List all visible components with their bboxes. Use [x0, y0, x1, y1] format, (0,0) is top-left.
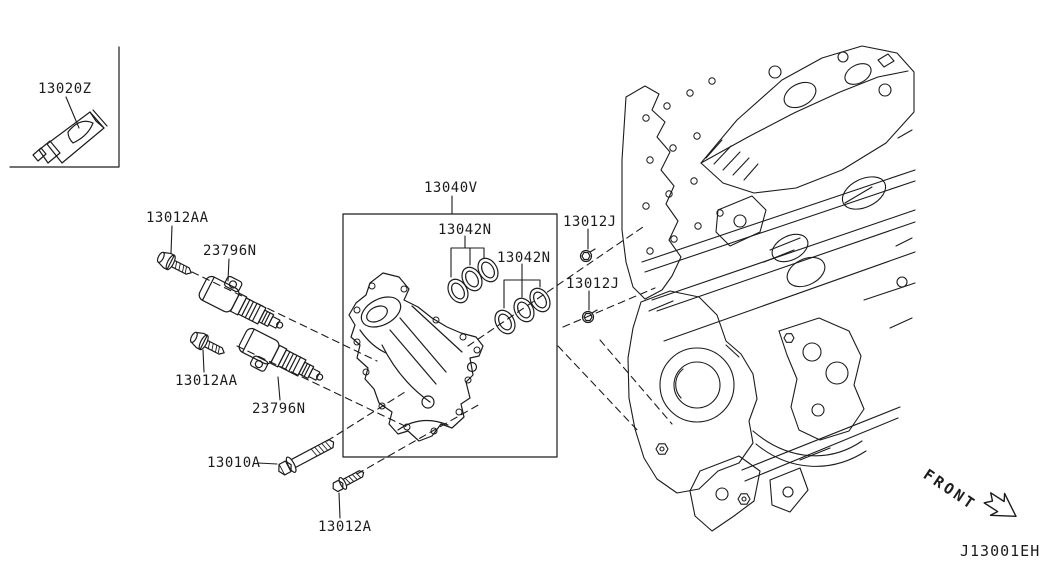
- solenoid-valve-1-art: [198, 275, 284, 329]
- sealant-inset-box: [9, 46, 120, 168]
- part-label-13012a[interactable]: 13012A: [318, 519, 372, 535]
- o-ring-set-1-art: [447, 257, 499, 304]
- o-ring: [494, 309, 516, 335]
- bolt-13012j-1-art: [579, 248, 596, 263]
- part-label-23796n-1[interactable]: 23796N: [203, 243, 257, 259]
- bolt-13012a-art: [332, 470, 365, 493]
- part-label-13020z[interactable]: 13020Z: [38, 81, 92, 97]
- o-ring: [477, 257, 499, 283]
- installation-dashed-lines: [191, 226, 673, 475]
- part-label-13010a[interactable]: 13010A: [207, 455, 261, 471]
- front-cover-art: [348, 272, 484, 442]
- o-ring: [529, 287, 551, 313]
- part-label-13012aa-1[interactable]: 13012AA: [146, 210, 209, 226]
- solenoid-valve-2-art: [238, 327, 324, 381]
- part-label-13012j-1[interactable]: 13012J: [563, 214, 617, 230]
- part-label-13040v[interactable]: 13040V: [424, 180, 478, 196]
- o-ring: [447, 278, 469, 304]
- bolt-13010a-art: [278, 439, 335, 476]
- part-label-13042n-2[interactable]: 13042N: [497, 250, 551, 266]
- part-label-13012j-2[interactable]: 13012J: [566, 276, 620, 292]
- part-label-13012aa-2[interactable]: 13012AA: [175, 373, 238, 389]
- drawing-code: J13001EH: [960, 542, 1041, 560]
- part-label-13042n-1[interactable]: 13042N: [438, 222, 492, 238]
- sealant-tube-art: [32, 109, 108, 164]
- front-arrow-icon: [983, 492, 1017, 518]
- leader-lines: [65, 96, 590, 519]
- bolt-13012aa-1-art: [156, 251, 192, 275]
- bolt-13012aa-2-art: [189, 331, 225, 355]
- o-ring: [513, 297, 535, 323]
- o-ring-set-2-art: [494, 287, 551, 335]
- front-cover-box: [342, 213, 558, 458]
- part-label-23796n-2[interactable]: 23796N: [252, 401, 306, 417]
- bolt-13012j-2-art: [581, 309, 598, 324]
- engine-art: [621, 45, 916, 532]
